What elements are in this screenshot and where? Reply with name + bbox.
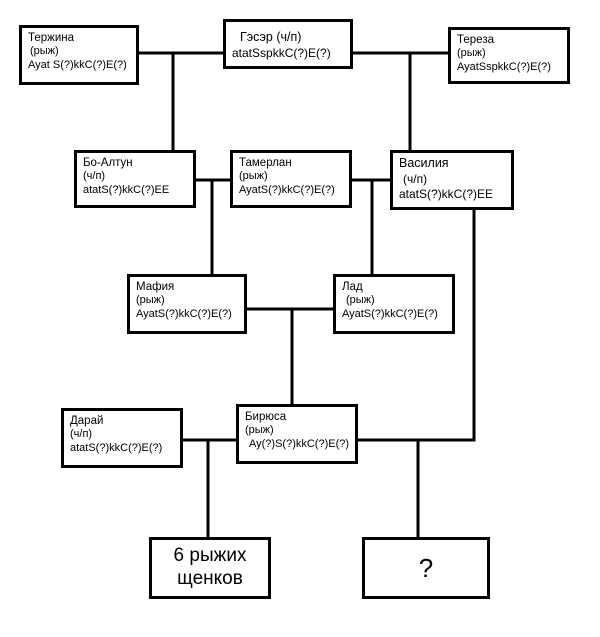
dog-tereza: Тереза (рыж) AyatSspkkC(?)E(?) [448,27,570,84]
dog-name: Тамерлан [239,157,292,169]
dog-mafiya: Мафия (рыж) AyatS(?)kkC(?)E(?) [127,274,247,334]
dog-name: Бирюса [245,411,287,423]
dog-color: (ч/п) [83,170,106,183]
dog-color: (ч/п) [70,428,93,441]
dog-vasiliya: Василия (ч/п) atatS(?)kkC(?)EE [390,150,514,210]
dog-terzhina: Тержина (рыж) Ayat S(?)kkC(?)E(?) [19,25,139,85]
dog-name: Тереза [457,34,494,46]
dog-genotype: atatSspkkC(?)E(?) [232,45,331,60]
litter-first-line1: 6 рыжих [173,545,247,567]
dog-name: Мафия [136,281,175,293]
dog-name: Бо-Алтун [83,157,133,169]
dog-genotype: Ayat S(?)kkC(?)E(?) [28,59,127,72]
dog-genotype: AyatS(?)kkC(?)E(?) [136,308,232,321]
dog-genotype: AyatS(?)kkC(?)E(?) [239,184,335,197]
dog-name: Дарай [70,415,104,427]
dog-color: (рыж) [346,294,375,307]
dog-color: (рыж) [136,294,165,307]
dog-color: (рыж) [245,424,274,437]
dog-genotype: atatS(?)kkC(?)EE [399,186,494,201]
dog-bo-altun: Бо-Алтун (ч/п) atatS(?)kkC(?)EE [74,150,196,208]
dog-genotype: AyatS(?)kkC(?)E(?) [342,308,438,321]
dog-name: Гэсэр (ч/п) [240,30,302,44]
dog-name: Василия [399,156,449,170]
litter-first-line2: щенков [177,568,243,589]
dog-color: (рыж) [239,170,268,183]
dog-tamerlan: Тамерлан (рыж) AyatS(?)kkC(?)E(?) [230,150,352,208]
dog-biryusa: Бирюса (рыж) Ay(?)S(?)kkC(?)E(?) [236,404,358,464]
dog-gaser: Гэсэр (ч/п) atatSspkkC(?)E(?) [223,19,353,69]
dog-genotype: atatS(?)kkC(?)E(?) [70,442,163,455]
dog-genotype: atatS(?)kkC(?)EE [83,184,170,197]
litter-first: 6 рыжих щенков [149,537,271,599]
dog-genotype: Ay(?)S(?)kkC(?)E(?) [249,438,350,451]
litter-second-question: ? [418,552,434,583]
dog-name: Лад [342,281,363,293]
dog-genotype: AyatSspkkC(?)E(?) [457,61,551,74]
dog-name: Тержина [28,32,75,44]
dog-lad: Лад (рыж) AyatS(?)kkC(?)E(?) [333,274,455,334]
litter-second: ? [362,537,490,599]
dog-color: (ч/п) [403,171,428,186]
dog-color: (рыж) [457,47,486,60]
dog-color: (рыж) [30,45,59,58]
dog-darai: Дарай (ч/п) atatS(?)kkC(?)E(?) [61,408,183,468]
